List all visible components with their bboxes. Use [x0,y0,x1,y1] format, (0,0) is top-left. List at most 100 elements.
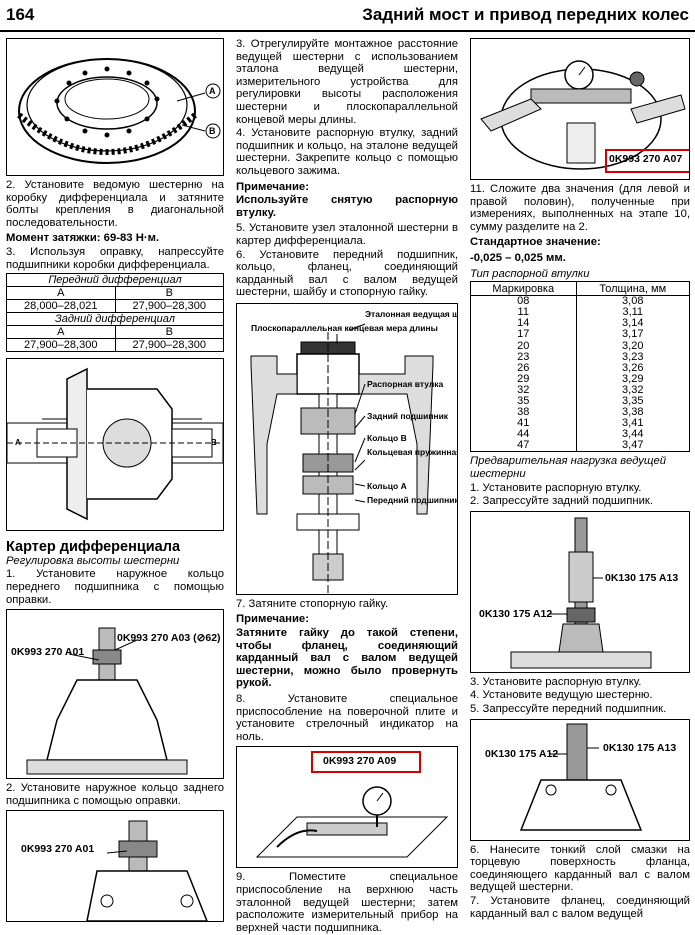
step-6-text: 6. Установите передний подшипник, кольцо… [236,248,458,299]
ring-gear-figure: A B [6,38,224,176]
preload-step-1: 1. Установите распорную втулку. [470,481,642,494]
tool-a09-label: 0K993 270 A09 [323,755,397,768]
col-a-header: A [6,286,116,301]
housing-press-drawing [519,723,643,831]
step-9-text: 9. Поместите специальное приспособление … [236,871,458,934]
mark-cell: 17 [470,329,577,341]
thickness-cell: 3,38 [575,406,690,419]
page-title: Задний мост и привод передних колес [362,5,689,24]
tool-a12-label: 0K130 175 A12 [485,747,559,760]
table-header-thickness: Толщина, мм [575,281,690,297]
torque-spec: Момент затяжки: 69-83 Н·м. [6,232,160,245]
parallel-gauge-label: Плоскопараллельная концевая мера длины [251,322,438,333]
front-b-value: 27,900–28,300 [114,299,224,314]
pinion-press-drawing [510,517,652,669]
rear-bearing-press-figure: 0K130 175 A13 0K130 175 A12 [470,510,690,673]
thickness-cell: 3,17 [575,329,690,341]
ring-a-label: Кольцо A [367,480,407,491]
tool-a13-label: 0K130 175 A13 [603,741,677,754]
differential-figure: A B [6,358,224,532]
tool-a07-label: 0K993 270 A07 [609,153,683,165]
ring-gear-drawing [17,58,221,164]
step-2-text: 2. Установите ведомую шестерню на коробк… [6,179,224,229]
thickness-cell: 3,32 [575,384,690,396]
col-a-header: A [6,325,116,340]
label-a: A [209,86,216,96]
page-header: 164 Задний мост и привод передних колес [0,0,695,32]
preload-step-6: 6. Нанесите тонкий слой смазки на торцев… [470,843,690,894]
front-bearing-figure: 0K993 270 A01 0K993 270 A03 (⊘62) [6,609,224,780]
measurement-figure: 0K993 270 A07 [470,38,690,180]
thickness-cell: 3,35 [575,395,690,408]
column-right: 0K993 270 A07 11. Сложите два значения (… [470,38,690,921]
note2-text: Затяните гайку до такой степени, чтобы ф… [236,627,458,690]
step-7-text: 7. Затяните стопорную гайку. [236,597,389,610]
step-3-text: 3. Отрегулируйте монтажное расстояние ве… [236,38,458,126]
section-subtitle: Регулировка высоты шестерни [6,554,180,567]
thickness-cell: 3,14 [575,318,690,330]
step-1-text: 1. Установите наружное кольцо переднего … [6,568,224,606]
standard-title: Стандартное значение: [470,236,601,249]
dial-indicator-drawing [255,786,449,858]
differential-drawing [7,367,223,521]
rear-a-value: 27,900–28,300 [6,338,116,353]
thickness-cell: 3,20 [575,340,690,352]
thickness-cell: 3,26 [575,362,690,374]
page-number: 164 [6,5,35,24]
spacer-table-caption: Тип распорной втулки [470,267,590,280]
tool-a13-label: 0K130 175 A13 [605,571,679,584]
preload-step-3: 3. Установите распорную втулку. [470,675,642,688]
front-a-value: 28,000–28,021 [6,299,116,314]
section-title: Картер дифференциала [6,539,181,556]
preload-step-4: 4. Установите ведущую шестерню. [470,689,653,702]
column-left: A B 2. Установите ведомую шестерню на ко… [6,38,224,923]
rear-bearing-label: Задний подшипник [367,410,449,421]
preload-step-5: 5. Запрессуйте передний подшипник. [470,703,667,716]
rear-press-drawing [86,820,208,922]
rear-b-value: 27,900–28,300 [114,338,224,353]
note-title: Примечание: [236,180,309,193]
tool-a01-label: 0K993 270 A01 [11,646,85,659]
tool-a12-label: 0K130 175 A12 [479,607,553,620]
thickness-cell: 3,23 [575,351,690,363]
step-8-text: 8. Установите специальное приспособление… [236,693,458,743]
rear-diff-title: Задний дифференциал [6,312,224,327]
highlight-box [311,751,421,774]
standard-value: -0,025 – 0,025 мм. [470,251,566,264]
preload-step-2: 2. Запрессуйте задний подшипник. [470,495,653,508]
rear-bearing-figure: 0K993 270 A01 [6,810,224,923]
step-3-text: 3. Используя оправку, напрессуйте подшип… [6,245,224,271]
front-diff-title: Передний дифференциал [6,273,224,288]
thickness-cell: 3,08 [575,295,690,308]
preload-step-7: 7. Установите фланец, соединяющий кардан… [470,895,690,920]
mark-cell: 20 [470,340,577,352]
reference-pinion-label: Эталонная ведущая шестерня [365,308,457,319]
front-bearing-press-figure: 0K130 175 A12 0K130 175 A13 [470,718,690,841]
col-b-header: B [114,325,224,340]
thickness-cell: 3,41 [575,418,690,430]
label-b: B [209,126,216,136]
thickness-cell: 3,29 [575,373,690,385]
dial-indicator-figure: 0K993 270 A09 [236,746,458,869]
column-middle: 3. Отрегулируйте монтажное расстояние ве… [236,38,458,935]
measurement-drawing [480,60,686,170]
snap-ring-label: Кольцевая пружинная защелка [367,446,458,457]
press-drawing [26,627,188,775]
label-a: A [15,438,21,448]
pinion-assembly-drawing [250,323,434,594]
note-text: Используйте снятую распорную втулку. [236,194,458,219]
mark-cell: 47 [470,440,577,453]
step-2b-text: 2. Установите наружное кольцо заднего по… [6,782,224,807]
